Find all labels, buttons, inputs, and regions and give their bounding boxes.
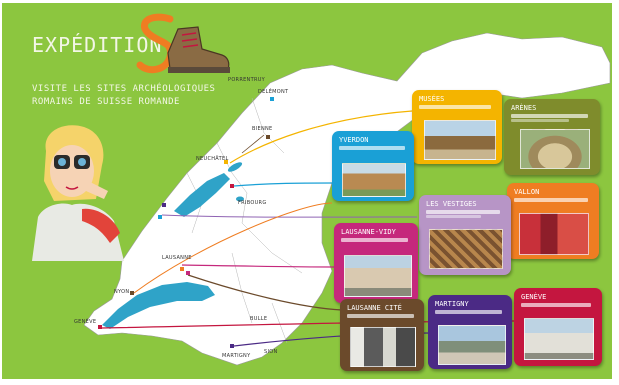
card-description bbox=[426, 215, 482, 218]
card-description bbox=[514, 198, 588, 202]
lake-bienne bbox=[227, 162, 243, 172]
card-arena-title: ARÈNES bbox=[511, 104, 537, 112]
card-photo bbox=[438, 325, 506, 365]
card-lausanne-vidy[interactable]: LAUSANNE-VIDY bbox=[334, 223, 418, 303]
city-porrentruy: PORRENTRUY bbox=[228, 77, 266, 83]
city-bulle: BULLE bbox=[250, 316, 268, 322]
connector-yverdon-blue bbox=[233, 182, 333, 187]
card-lausanne-cite[interactable]: LAUSANNE CITÉ bbox=[340, 299, 424, 371]
card-photo bbox=[342, 163, 406, 197]
card-description bbox=[341, 238, 409, 242]
switzerland-map bbox=[83, 32, 611, 366]
card-description bbox=[511, 119, 569, 122]
card-photo bbox=[424, 120, 496, 160]
card-description bbox=[347, 314, 415, 318]
card-museum-top[interactable]: MUSÉES bbox=[412, 90, 502, 164]
card-lausanne-cite-title: LAUSANNE CITÉ bbox=[347, 304, 402, 312]
card-museum-top-title: MUSÉES bbox=[419, 95, 445, 103]
city-sion: SION bbox=[264, 349, 278, 355]
card-description bbox=[419, 105, 491, 109]
marker-delemont bbox=[270, 97, 274, 101]
card-description bbox=[521, 303, 592, 307]
city-lausanne: LAUSANNE bbox=[162, 255, 192, 261]
poster-subtitle-line1: VISITE LES SITES ARCHÉOLOGIQUES bbox=[32, 84, 216, 94]
marker-orbe bbox=[158, 215, 162, 219]
card-description bbox=[435, 310, 503, 314]
marker-geneve bbox=[98, 325, 102, 329]
card-vallon[interactable]: VALLON bbox=[507, 183, 599, 259]
marker-avenches bbox=[162, 203, 166, 207]
expedition-poster: PORRENTRUY DELÉMONT BIENNE NEUCHÂTEL FRI… bbox=[2, 3, 612, 379]
card-photo bbox=[344, 255, 412, 297]
hiking-boot-icon bbox=[167, 26, 230, 73]
card-description bbox=[511, 114, 588, 118]
marker-lausanne-1 bbox=[180, 267, 184, 271]
marker-neuchatel bbox=[224, 160, 228, 164]
marker-martigny bbox=[230, 344, 234, 348]
card-lausanne-vidy-title: LAUSANNE-VIDY bbox=[341, 228, 396, 236]
card-photo bbox=[524, 318, 594, 360]
card-arena[interactable]: ARÈNES bbox=[504, 99, 600, 175]
connector-lausanne-brown bbox=[187, 274, 343, 311]
city-delemont: DELÉMONT bbox=[258, 89, 289, 95]
orange-swirl-icon bbox=[136, 13, 175, 74]
poster-title: EXPÉDITION bbox=[32, 33, 163, 57]
card-geneve-title: GENÈVE bbox=[521, 293, 547, 301]
card-martigny[interactable]: MARTIGNY bbox=[428, 295, 512, 369]
city-geneve: GENÈVE bbox=[74, 319, 97, 325]
marker-lausanne-2 bbox=[186, 271, 190, 275]
lake-morat bbox=[236, 196, 244, 202]
connector-bienne bbox=[241, 134, 265, 154]
connector-nyon-orange bbox=[133, 202, 333, 294]
city-martigny: MARTIGNY bbox=[222, 353, 251, 359]
card-mosaics[interactable]: LES VESTIGES bbox=[419, 195, 511, 275]
city-nyon: NYON bbox=[114, 289, 130, 295]
card-photo bbox=[519, 213, 589, 255]
card-description bbox=[426, 210, 500, 214]
marker-nyon bbox=[130, 291, 134, 295]
city-bienne: BIENNE bbox=[252, 126, 273, 132]
city-fribourg: FRIBOURG bbox=[238, 200, 267, 206]
card-photo bbox=[350, 327, 416, 367]
card-mosaics-title: LES VESTIGES bbox=[426, 200, 477, 208]
city-neuchatel: NEUCHÂTEL bbox=[196, 156, 229, 162]
marker-bienne bbox=[266, 135, 270, 139]
card-photo bbox=[429, 229, 503, 269]
poster-subtitle-line2: ROMAINS DE SUISSE ROMANDE bbox=[32, 97, 180, 107]
connector-lake-blue bbox=[161, 214, 418, 218]
card-photo bbox=[520, 129, 590, 169]
card-yverdon[interactable]: YVERDON bbox=[332, 131, 414, 201]
card-description bbox=[339, 146, 405, 150]
girl-with-binoculars-illustration bbox=[32, 125, 124, 261]
card-geneve[interactable]: GENÈVE bbox=[514, 288, 602, 366]
card-martigny-title: MARTIGNY bbox=[435, 300, 469, 308]
connector-lausanne-magenta bbox=[181, 264, 335, 268]
marker-yverdon bbox=[230, 184, 234, 188]
lake-leman bbox=[102, 282, 215, 329]
card-yverdon-title: YVERDON bbox=[339, 136, 369, 144]
lake-neuchatel bbox=[174, 173, 230, 217]
card-vallon-title: VALLON bbox=[514, 188, 540, 196]
connector-neuchatel-yellow bbox=[229, 110, 413, 164]
